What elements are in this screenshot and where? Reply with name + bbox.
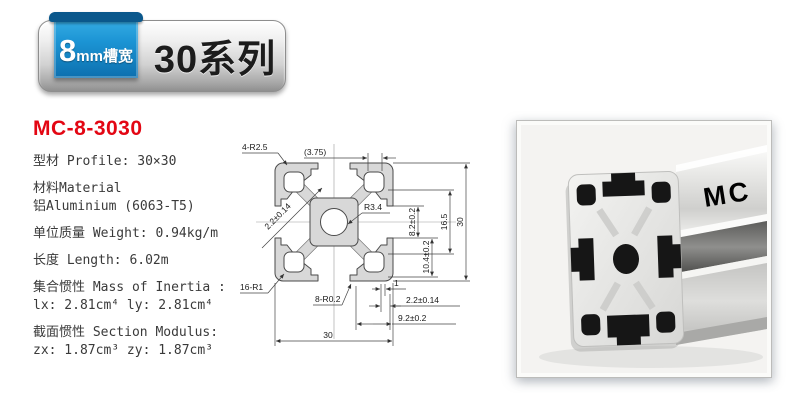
profile-corner-blocks — [274, 162, 394, 282]
spec-modulus-label: 截面惯性 Section Modulus: — [33, 325, 219, 340]
brand-mark: MC — [701, 176, 753, 213]
spec-weight: 单位质量 Weight: 0.94kg/m — [33, 226, 219, 241]
series-label: 30系列 — [153, 38, 277, 81]
dimension-lines — [240, 152, 470, 346]
profile-front-face — [565, 170, 685, 352]
dim-wall-lower: 2.2±0.14 — [406, 295, 439, 305]
dim-width: 30 — [323, 330, 333, 340]
floor-shadow — [539, 346, 763, 368]
spec-profile: 型材 Profile: 30×30 — [33, 154, 177, 169]
spec-column: MC-8-3030 型材 Profile: 30×30 材料Material 铝… — [33, 117, 245, 360]
dim-cavity-width: 16.5 — [439, 213, 449, 230]
dim-slot-width: 8.2±0.2 — [407, 208, 417, 237]
center-bore — [320, 208, 348, 236]
dim-lip-offset: 1 — [394, 278, 399, 288]
series-badge: 30系列 8mm槽宽 — [38, 12, 286, 92]
spec-length: 长度 Length: 6.02m — [33, 253, 169, 268]
spec-inertia-label: 集合惯性 Mass of Inertia : — [33, 280, 226, 295]
spec-material-label: 材料Material — [33, 181, 122, 196]
dim-ref-top: (3.75) — [304, 147, 326, 157]
product-photo-frame: MC — [516, 120, 772, 378]
product-photo: MC — [521, 125, 767, 373]
model-title: MC-8-3030 — [33, 117, 143, 140]
dim-slot-depth: 10.4±0.2 — [421, 240, 431, 273]
dim-slot-center: 9.2±0.2 — [398, 313, 427, 323]
dim-corner-radius: 4-R2.5 — [242, 142, 268, 152]
slot-width-ribbon: 8mm槽宽 — [49, 12, 143, 78]
slot-unit-text: mm槽宽 — [76, 48, 133, 65]
cross-section-drawing: 4-R2.5 (3.75) R3.4 2.2±0.14 8.2±0.2 10.4… — [240, 142, 470, 346]
spec-modulus-values: zx: 1.87cm³ zy: 1.87cm³ — [33, 343, 214, 358]
spec-material-value: 铝Aluminium (6063-T5) — [33, 199, 195, 214]
dim-center-hole: R3.4 — [364, 202, 382, 212]
dim-corner-hole: 16-R1 — [240, 282, 263, 292]
dim-height: 30 — [455, 217, 465, 227]
spec-inertia-values: lx: 2.81cm⁴ ly: 2.81cm⁴ — [33, 298, 214, 313]
slot-width-text: 8mm槽宽 — [59, 35, 133, 66]
slot-size-number: 8 — [59, 33, 77, 68]
dim-lip-radius: 8-R0.2 — [315, 294, 341, 304]
profile-side-face — [676, 145, 767, 345]
profile-cavities — [570, 172, 682, 346]
